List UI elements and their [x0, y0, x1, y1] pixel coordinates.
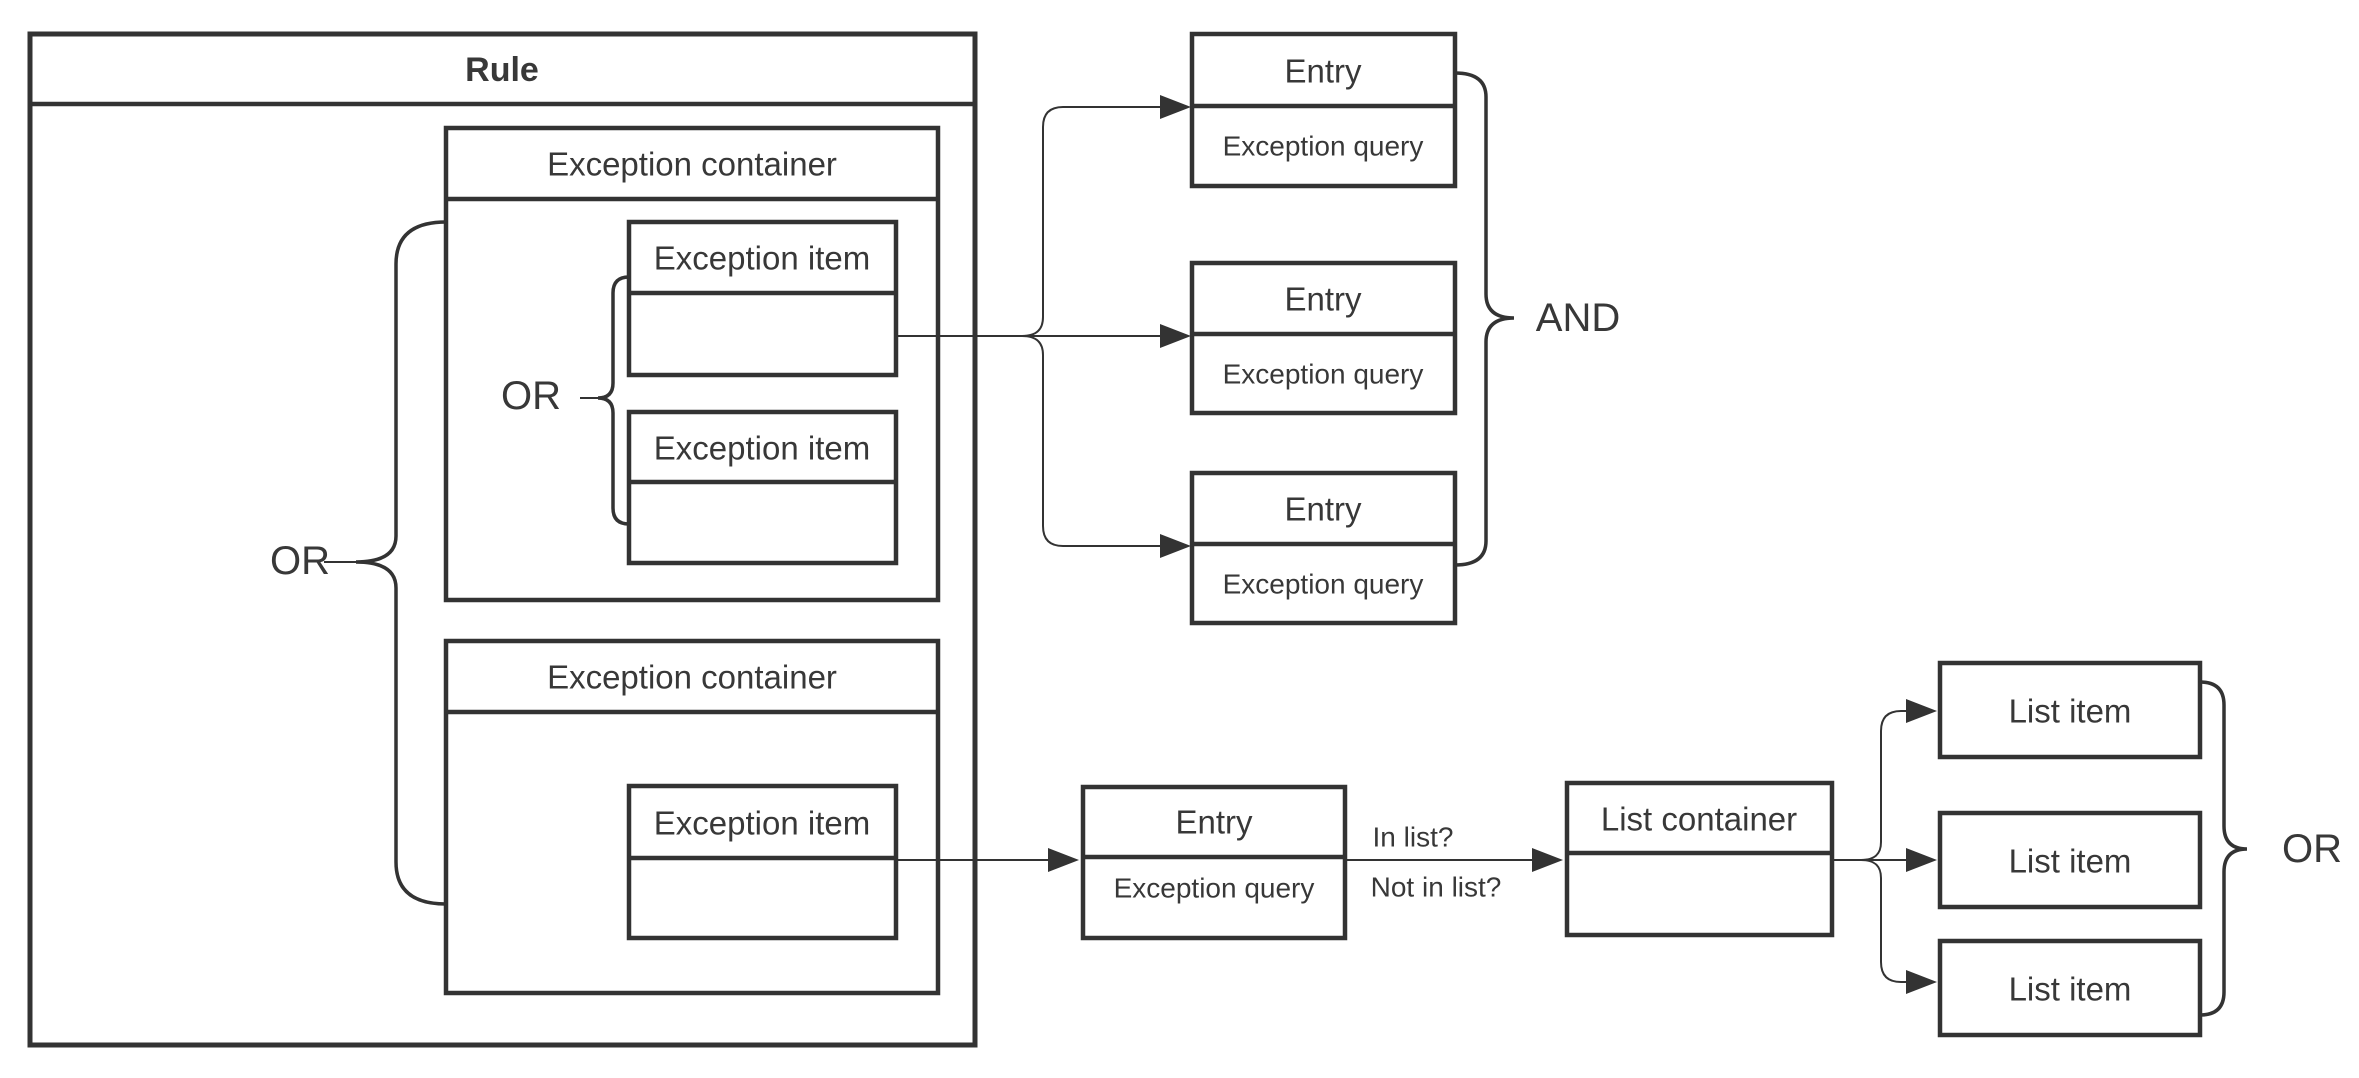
- list-item-1: List item: [1937, 660, 2203, 760]
- link-item3-to-entry4: [896, 848, 1079, 872]
- list-item-1-outline: [1937, 660, 2203, 760]
- inner-or-label: OR: [501, 374, 561, 418]
- fork-listcontainer-to-items: [1832, 699, 1937, 994]
- edge-label-not-in-list: Not in list?: [1371, 872, 1502, 903]
- arrow-to-entry-2-icon: [1160, 324, 1191, 348]
- inner-or-group: OR: [501, 275, 631, 526]
- entry-2-outline: [1189, 260, 1458, 416]
- entry-4-query-label: Exception query: [1114, 873, 1315, 904]
- list-item-1-title: List item: [2009, 693, 2132, 730]
- and-group: AND: [1453, 71, 1620, 567]
- entry-3-query-label: Exception query: [1223, 569, 1424, 600]
- arrow-to-entry-1-icon: [1160, 95, 1191, 119]
- list-or-label: OR: [2282, 827, 2342, 871]
- fork-list-upper-branch: [1860, 710, 1906, 861]
- exception-item-2-outline: [626, 409, 899, 566]
- entry-3: Entry Exception query: [1189, 470, 1458, 626]
- exception-item-3-title: Exception item: [654, 805, 870, 842]
- list-container-outline: [1564, 780, 1835, 938]
- entry-1: Entry Exception query: [1189, 31, 1458, 189]
- list-item-2-title: List item: [2009, 843, 2132, 880]
- entry-4-title: Entry: [1175, 804, 1253, 841]
- arrow-to-entry-4-icon: [1048, 848, 1079, 872]
- entry-1-query-label: Exception query: [1223, 131, 1424, 162]
- entry-4-outline: [1080, 784, 1348, 941]
- list-or-brace: [2198, 680, 2248, 1017]
- arrow-to-entry-3-icon: [1160, 534, 1191, 558]
- list-item-3-outline: [1937, 938, 2203, 1038]
- outer-or-label: OR: [270, 539, 330, 583]
- fork-item1-to-entries: [896, 95, 1191, 558]
- exception-item-3-outline: [626, 783, 899, 941]
- entry-1-outline: [1189, 31, 1458, 189]
- list-item-3: List item: [1937, 938, 2203, 1038]
- and-brace: [1453, 71, 1515, 567]
- exception-item-1: Exception item: [626, 219, 899, 378]
- list-or-group: OR: [2198, 680, 2342, 1017]
- entry-4: Entry Exception query: [1080, 784, 1348, 941]
- outer-or-group: OR: [270, 220, 448, 906]
- list-container: List container: [1564, 780, 1835, 938]
- entry-3-outline: [1189, 470, 1458, 626]
- entry-2-query-label: Exception query: [1223, 359, 1424, 390]
- exception-item-2-title: Exception item: [654, 430, 870, 467]
- and-label: AND: [1536, 296, 1620, 340]
- entry-2: Entry Exception query: [1189, 260, 1458, 416]
- exception-item-1-outline: [626, 219, 899, 378]
- exception-container-2-title: Exception container: [547, 659, 837, 696]
- arrow-to-list-item-3-icon: [1906, 970, 1937, 994]
- fork-entries-lower-branch: [1021, 335, 1161, 547]
- list-container-title: List container: [1601, 801, 1797, 838]
- exception-item-1-title: Exception item: [654, 240, 870, 277]
- exception-container-1-title: Exception container: [547, 146, 837, 183]
- list-item-2-outline: [1937, 810, 2203, 910]
- entry-3-title: Entry: [1284, 491, 1362, 528]
- exception-item-3: Exception item: [626, 783, 899, 941]
- arrow-to-list-container-icon: [1532, 848, 1563, 872]
- exception-item-2: Exception item: [626, 409, 899, 566]
- arrow-to-list-item-2-icon: [1906, 848, 1937, 872]
- list-item-2: List item: [1937, 810, 2203, 910]
- entry-2-title: Entry: [1284, 281, 1362, 318]
- arrow-to-list-item-1-icon: [1906, 699, 1937, 723]
- link-entry4-to-list-container: In list? Not in list?: [1345, 822, 1563, 903]
- fork-list-lower-branch: [1860, 859, 1906, 983]
- entry-1-title: Entry: [1284, 53, 1362, 90]
- edge-label-in-list: In list?: [1373, 822, 1454, 853]
- list-item-3-title: List item: [2009, 971, 2132, 1008]
- rule-title: Rule: [465, 51, 539, 89]
- fork-entries-upper-branch: [1021, 106, 1161, 337]
